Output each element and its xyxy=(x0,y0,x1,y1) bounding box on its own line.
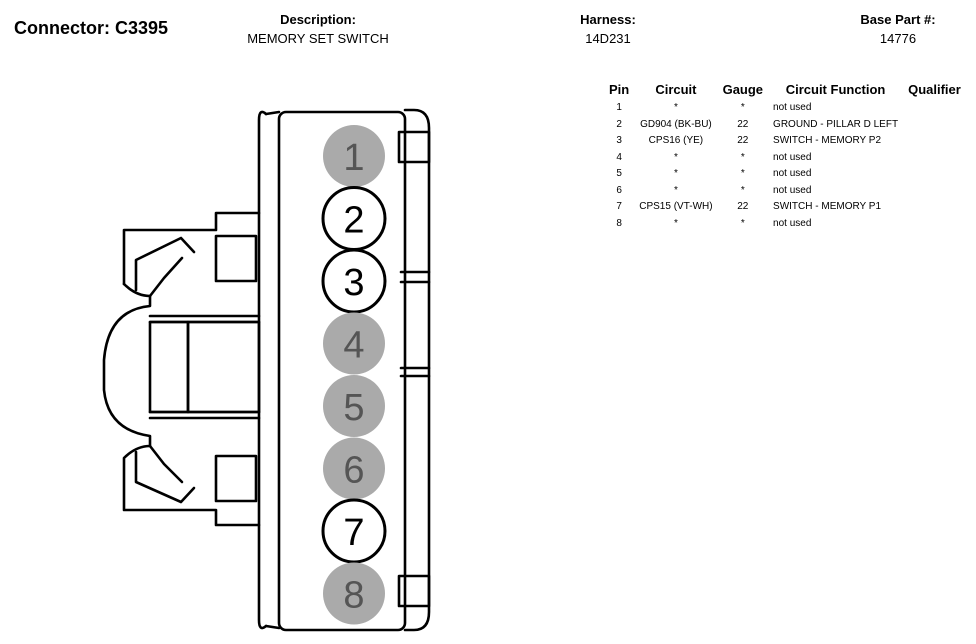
gauge-cell: 22 xyxy=(737,118,749,130)
pin-circle xyxy=(321,248,387,314)
pin-cell: 3 xyxy=(616,135,622,146)
pin-number-label: 2 xyxy=(343,200,364,242)
harness-value: 14D231 xyxy=(585,31,631,46)
qualifier-cell xyxy=(903,199,966,216)
pin-cavity-5: 5 xyxy=(323,375,385,437)
pin-circle xyxy=(323,125,385,187)
gauge-cell: * xyxy=(740,102,745,113)
col-header-circuit-function: Circuit Function xyxy=(785,82,886,97)
qualifier-cell xyxy=(903,166,966,183)
connector-title: Connector: C3395 xyxy=(14,18,169,38)
connector-face-diagram: 1 2 3 4 5 6 7 8 xyxy=(102,108,431,632)
pin-cell: 1 xyxy=(616,102,622,113)
gauge-cell: * xyxy=(740,151,745,163)
pin-cavity-7: 7 xyxy=(321,498,387,564)
qualifier-cell xyxy=(903,216,966,233)
pin-number-label: 8 xyxy=(343,575,364,617)
table-row: 8 * * not used xyxy=(604,216,966,233)
pin-circle xyxy=(323,312,385,375)
table-row: 5 * * not used xyxy=(604,166,966,183)
pin-number-label: 6 xyxy=(343,450,364,492)
function-cell: not used xyxy=(773,168,812,179)
pin-cell: 6 xyxy=(616,184,622,196)
base-part-label: Base Part #: xyxy=(860,12,936,27)
gauge-cell: * xyxy=(740,168,745,179)
pin-circle xyxy=(323,375,385,437)
pin-layer: 1 2 3 4 5 6 7 8 xyxy=(321,125,387,625)
pin-cell: 7 xyxy=(616,201,622,212)
col-header-circuit: Circuit xyxy=(655,82,697,97)
harness-block: Harness: 14D231 xyxy=(558,12,658,46)
circuit-cell: GD904 (BK-BU) xyxy=(640,118,712,130)
description-value: MEMORY SET SWITCH xyxy=(247,31,389,46)
base-part-block: Base Part #: 14776 xyxy=(840,12,956,46)
pin-cavity-2: 2 xyxy=(321,186,387,251)
pinout-table: Pin Circuit Gauge Circuit Function Quali… xyxy=(604,80,966,232)
gauge-cell: * xyxy=(740,217,745,229)
pinout-header-row: Pin Circuit Gauge Circuit Function Quali… xyxy=(604,80,966,100)
table-row: 6 * * not used xyxy=(604,183,966,200)
pin-cavity-6: 6 xyxy=(323,437,385,500)
pin-number-label: 3 xyxy=(343,262,364,304)
table-row: 4 * * not used xyxy=(604,150,966,167)
pin-number-label: 7 xyxy=(343,512,364,554)
pin-cavity-1: 1 xyxy=(323,125,385,187)
qualifier-cell xyxy=(903,183,966,200)
col-header-qualifier: Qualifier xyxy=(908,82,961,97)
function-cell: SWITCH - MEMORY P2 xyxy=(773,135,882,146)
circuit-cell: * xyxy=(673,102,678,113)
connector-housing-outline xyxy=(102,108,431,632)
pin-number-label: 5 xyxy=(343,387,364,429)
pin-cell: 8 xyxy=(616,217,622,229)
table-row: 2 GD904 (BK-BU) 22 GROUND - PILLAR D LEF… xyxy=(604,117,966,134)
pin-cavity-4: 4 xyxy=(323,312,385,375)
circuit-cell: * xyxy=(673,217,678,229)
pin-cell: 2 xyxy=(616,118,622,130)
function-cell: not used xyxy=(773,102,812,113)
circuit-cell: CPS15 (VT-WH) xyxy=(639,201,713,212)
circuit-cell: * xyxy=(673,151,678,163)
function-cell: not used xyxy=(773,184,812,196)
col-header-gauge: Gauge xyxy=(722,82,764,97)
qualifier-cell xyxy=(903,150,966,167)
gauge-cell: 22 xyxy=(737,201,749,212)
pin-number-label: 4 xyxy=(343,325,364,367)
table-row: 3 CPS16 (YE) 22 SWITCH - MEMORY P2 xyxy=(604,133,966,150)
qualifier-cell xyxy=(903,100,966,117)
gauge-cell: * xyxy=(740,184,745,196)
qualifier-cell xyxy=(903,117,966,134)
pin-cell: 4 xyxy=(616,151,622,163)
col-header-pin: Pin xyxy=(609,82,630,97)
function-cell: not used xyxy=(773,151,812,163)
table-row: 7 CPS15 (VT-WH) 22 SWITCH - MEMORY P1 xyxy=(604,199,966,216)
pin-cavity-8: 8 xyxy=(323,562,385,625)
function-cell: not used xyxy=(773,217,812,229)
pin-circle xyxy=(323,562,385,625)
qualifier-cell xyxy=(903,133,966,150)
function-cell: SWITCH - MEMORY P1 xyxy=(773,201,882,212)
pin-cell: 5 xyxy=(616,168,622,179)
harness-label: Harness: xyxy=(580,12,636,27)
pin-circle xyxy=(323,437,385,500)
pin-cavity-3: 3 xyxy=(321,248,387,314)
description-block: Description: MEMORY SET SWITCH xyxy=(218,12,418,46)
circuit-cell: CPS16 (YE) xyxy=(648,135,704,146)
description-label: Description: xyxy=(280,12,356,27)
circuit-cell: * xyxy=(673,168,678,179)
pin-number-label: 1 xyxy=(343,137,364,179)
function-cell: GROUND - PILLAR D LEFT xyxy=(773,118,899,130)
circuit-cell: * xyxy=(673,184,678,196)
gauge-cell: 22 xyxy=(737,135,749,146)
table-row: 1 * * not used xyxy=(604,100,966,117)
pin-circle xyxy=(321,498,387,564)
base-part-value: 14776 xyxy=(879,31,917,46)
